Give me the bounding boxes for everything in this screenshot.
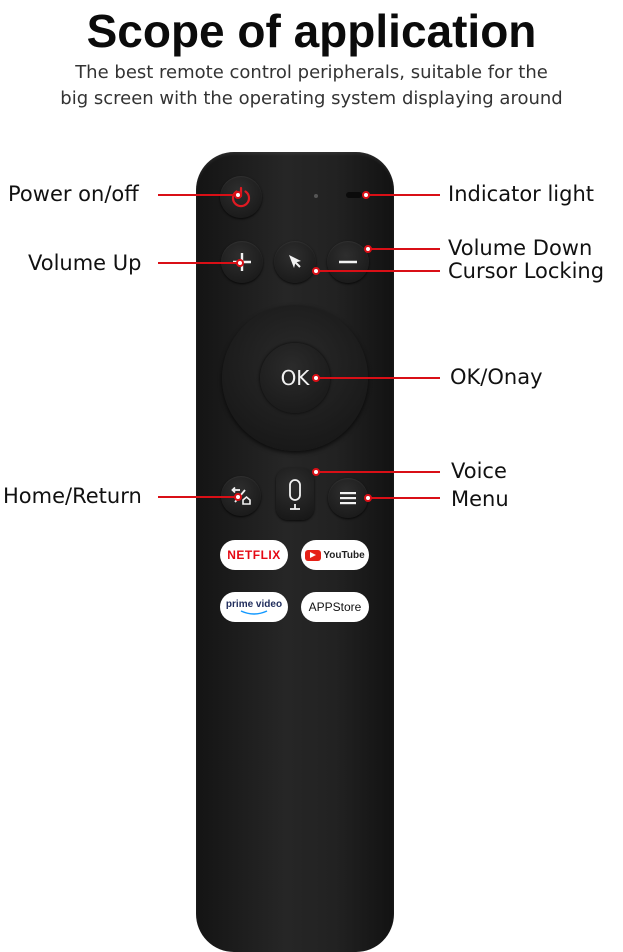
label-volume-up: Volume Up	[28, 251, 142, 275]
callout-dot-menu	[364, 494, 372, 502]
callout-line-indicator	[368, 194, 440, 196]
menu-button[interactable]	[328, 478, 368, 518]
youtube-button[interactable]: YouTube	[301, 540, 369, 570]
prime-video-label: prime video	[225, 598, 283, 610]
callout-dot-indicator	[362, 191, 370, 199]
cursor-lock-button[interactable]	[274, 241, 316, 283]
label-cursor-locking: Cursor Locking	[448, 259, 605, 283]
label-menu: Menu	[451, 487, 509, 511]
youtube-play-icon	[305, 549, 322, 561]
callout-line-volume-up	[158, 262, 240, 264]
subtitle-line-2: big screen with the operating system dis…	[60, 88, 563, 109]
callout-line-home-return	[158, 496, 238, 498]
callout-line-ok	[318, 377, 440, 379]
callout-dot-ok	[312, 374, 320, 382]
callout-dot-home-return	[234, 493, 242, 501]
label-voice: Voice	[451, 459, 507, 483]
minus-icon	[339, 260, 357, 264]
callout-line-volume-down	[370, 248, 440, 250]
indicator-slot	[346, 192, 362, 198]
label-indicator: Indicator light	[448, 182, 595, 206]
label-volume-down: Volume Down	[448, 236, 593, 260]
callout-line-power	[158, 194, 238, 196]
netflix-button[interactable]: NETFLIX	[220, 540, 288, 570]
callout-dot-cursor	[312, 267, 320, 275]
page-title: Scope of application	[86, 5, 537, 57]
cursor-arrow-icon	[289, 255, 301, 268]
callout-dot-volume-up	[236, 259, 244, 267]
app-store-button[interactable]: APPStore	[301, 592, 369, 622]
callout-dot-voice	[312, 468, 320, 476]
subtitle-line-1: The best remote control peripherals, sui…	[75, 62, 548, 83]
microphone-icon	[289, 479, 301, 510]
label-power: Power on/off	[8, 182, 139, 206]
callout-line-menu	[370, 497, 440, 499]
menu-icon	[340, 492, 356, 505]
label-ok: OK/Onay	[450, 365, 543, 389]
indicator-light	[314, 194, 318, 198]
voice-button[interactable]	[276, 468, 314, 520]
callout-line-voice	[318, 471, 440, 473]
callout-dot-volume-down	[364, 245, 372, 253]
prime-video-button[interactable]: prime video	[220, 592, 288, 622]
label-home-return: Home/Return	[3, 484, 142, 508]
callout-line-cursor	[318, 270, 440, 272]
prime-smile-icon	[240, 609, 268, 615]
callout-dot-power	[234, 191, 242, 199]
volume-down-button[interactable]	[327, 241, 369, 283]
youtube-label: YouTube	[323, 549, 365, 561]
